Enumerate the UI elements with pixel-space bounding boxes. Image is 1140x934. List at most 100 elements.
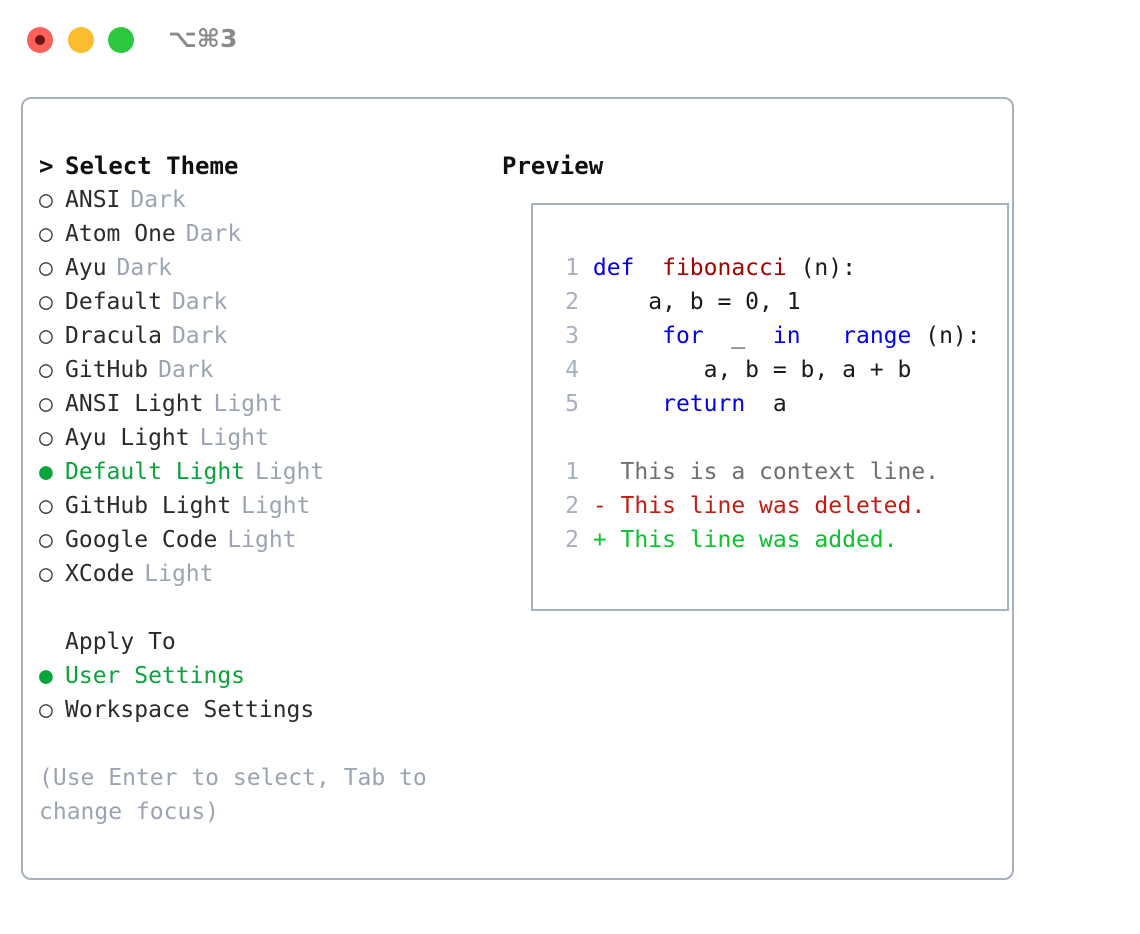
- theme-option-tag: Dark: [171, 323, 228, 349]
- code-token: a, b = 0, 1: [579, 289, 801, 315]
- theme-option-name: Ayu Light: [65, 425, 190, 451]
- radio-unselected-icon[interactable]: ○: [39, 187, 53, 213]
- theme-option-tag: Dark: [116, 255, 172, 281]
- radio-selected-icon[interactable]: ●: [39, 459, 53, 485]
- theme-option-tag: Dark: [185, 221, 242, 247]
- apply-to-option[interactable]: ○ Workspace Settings: [39, 693, 479, 727]
- code-token: (n):: [911, 323, 981, 349]
- theme-option-name: Default: [65, 289, 162, 315]
- close-window-button[interactable]: [27, 27, 53, 53]
- code-token: range: [828, 323, 912, 349]
- theme-option-tag: Light: [255, 459, 325, 485]
- code-text: return a: [579, 391, 787, 417]
- radio-unselected-icon[interactable]: ○: [39, 221, 53, 247]
- code-text: for _ in range (n):: [579, 323, 981, 349]
- line-number: 3: [565, 323, 579, 349]
- theme-option-tag: Dark: [158, 357, 214, 383]
- theme-option[interactable]: ○ GitHub Light Light: [39, 489, 479, 523]
- radio-unselected-icon[interactable]: ○: [39, 289, 53, 315]
- code-line: 5 return a: [551, 387, 1001, 421]
- line-number: 1: [565, 459, 579, 485]
- code-token: in: [759, 323, 801, 349]
- code-token: a, b = b, a + b: [579, 357, 912, 383]
- theme-option[interactable]: ○ Dracula Dark: [39, 319, 479, 353]
- code-token: (n):: [786, 255, 856, 281]
- radio-selected-icon[interactable]: ●: [39, 663, 53, 689]
- preview-pane: Preview 1 def fibonacci (n):2 a, b = 0, …: [502, 149, 1009, 611]
- code-text: a, b = 0, 1: [579, 289, 801, 315]
- diff-line: 2 - This line was deleted.: [551, 489, 1001, 523]
- radio-unselected-icon[interactable]: ○: [39, 323, 53, 349]
- theme-option-name: ANSI: [65, 187, 121, 213]
- radio-unselected-icon[interactable]: ○: [39, 697, 53, 723]
- code-token: return: [648, 391, 746, 417]
- apply-to-label-text: Apply To: [65, 629, 176, 655]
- theme-option-name: Atom One: [65, 221, 176, 247]
- code-token: _: [703, 323, 760, 349]
- caret-icon: >: [39, 152, 54, 180]
- preview-heading: Preview: [502, 152, 604, 180]
- maximize-window-button[interactable]: [108, 27, 134, 53]
- radio-unselected-icon[interactable]: ○: [39, 357, 53, 383]
- code-token: a: [745, 391, 787, 417]
- theme-option-name: GitHub Light: [65, 493, 232, 519]
- line-number: 4: [565, 357, 579, 383]
- code-text: a, b = b, a + b: [579, 357, 912, 383]
- code-token: [801, 323, 829, 349]
- theme-option[interactable]: ○ ANSI Dark: [39, 183, 479, 217]
- diff-line: 2 + This line was added.: [551, 523, 1001, 557]
- radio-unselected-icon[interactable]: ○: [39, 391, 53, 417]
- minimize-window-button[interactable]: [68, 27, 94, 53]
- radio-unselected-icon[interactable]: ○: [39, 493, 53, 519]
- code-token: [579, 323, 648, 349]
- code-line: 3 for _ in range (n):: [551, 319, 1001, 353]
- theme-option-tag: Dark: [130, 187, 186, 213]
- diff-text-ctx: This is a context line.: [579, 459, 940, 485]
- apply-to-heading: Apply To: [39, 625, 479, 659]
- theme-option-name: Google Code: [65, 527, 218, 553]
- theme-option-tag: Light: [241, 493, 311, 519]
- radio-unselected-icon[interactable]: ○: [39, 561, 53, 587]
- keyboard-hint: (Use Enter to select, Tab to change focu…: [39, 765, 427, 825]
- code-line: 4 a, b = b, a + b: [551, 353, 1001, 387]
- line-number: 1: [565, 255, 579, 281]
- theme-option-tag: Light: [227, 527, 297, 553]
- theme-option[interactable]: ○ Atom One Dark: [39, 217, 479, 251]
- line-number: 5: [565, 391, 579, 417]
- line-number: 2: [565, 289, 579, 315]
- apply-to-option[interactable]: ● User Settings: [39, 659, 479, 693]
- theme-option-name: GitHub: [65, 357, 149, 383]
- select-theme-heading: > Select Theme: [39, 149, 479, 183]
- theme-option[interactable]: ○ Google Code Light: [39, 523, 479, 557]
- radio-unselected-icon[interactable]: ○: [39, 425, 53, 451]
- theme-option-name: ANSI Light: [65, 391, 204, 417]
- theme-option[interactable]: ○ GitHub Dark: [39, 353, 479, 387]
- code-token: def: [579, 255, 649, 281]
- apply-to-group: Apply To ● User Settings ○ Workspace Settin…: [39, 625, 479, 727]
- title-bar: ⌥⌘3: [0, 0, 1140, 78]
- radio-unselected-icon[interactable]: ○: [39, 255, 53, 281]
- diff-line: 1 This is a context line.: [551, 455, 1001, 489]
- theme-option[interactable]: ○ ANSI Light Light: [39, 387, 479, 421]
- code-diff-separator: [551, 421, 1001, 455]
- radio-unselected-icon[interactable]: ○: [39, 527, 53, 553]
- code-text: def fibonacci (n):: [579, 255, 856, 281]
- code-line: 2 a, b = 0, 1: [551, 285, 1001, 319]
- select-theme-label: Select Theme: [65, 152, 239, 180]
- apply-to-options: ● User Settings ○ Workspace Settings: [39, 659, 479, 727]
- theme-option-name: Dracula: [65, 323, 162, 349]
- theme-option-name: XCode: [65, 561, 135, 587]
- apply-to-option-name: User Settings: [65, 663, 246, 689]
- theme-option-tag: Light: [213, 391, 283, 417]
- apply-to-option-name: Workspace Settings: [65, 697, 315, 723]
